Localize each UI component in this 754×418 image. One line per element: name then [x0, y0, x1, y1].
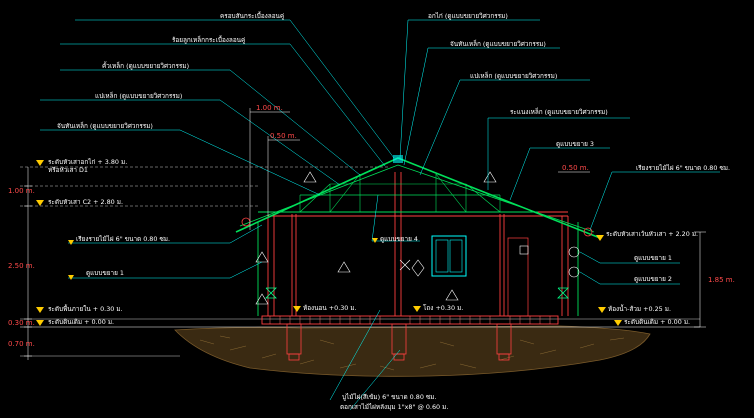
label-rafter-right: จันทันเหล็ก (ดูแบบขยายวิศวกรรม) — [450, 39, 546, 48]
callout-right-post-level: ระดับหัวเสาเว้นหัวเสา + 2.20 ม. — [606, 230, 698, 238]
callout-bamboo-left: เรียงรายไม้ไผ่ 6" ขนาด 0.80 ซม. — [76, 235, 170, 243]
floor-platform — [261, 315, 559, 325]
dim-left-1: 1.00 m. — [8, 187, 35, 195]
dim-left-2: 2.50 m. — [8, 262, 35, 270]
foundation-piers — [286, 323, 512, 361]
level-existing-ground: ระดับดินเดิม + 0.00 ม. — [48, 318, 114, 326]
dim-left-3: 0.30 m. — [8, 319, 35, 327]
level-interior-floor: ระดับพื้นภายใน + 0.30 ม. — [48, 304, 123, 313]
callout-hall-floor: โถง +0.30 ม. — [423, 304, 463, 312]
dim-right-height: 1.85 m. — [708, 276, 735, 284]
dim-left-4: 0.70 m. — [8, 340, 35, 348]
roof-structure — [235, 157, 601, 239]
bathroom-door — [507, 237, 529, 317]
level-ridge-post: ระดับหัวเสาอกไก่ + 3.80 ม. — [48, 158, 127, 166]
dimension-lines — [24, 108, 706, 360]
side-posts — [257, 222, 579, 316]
eave-caps — [241, 217, 593, 237]
level-markers — [36, 160, 622, 326]
window — [431, 235, 467, 277]
ridge-cap — [393, 155, 403, 163]
level-post-top: ระดับหัวเสา C2 + 2.80 ม. — [48, 198, 123, 206]
callout-bamboo-right: เรียงรายไม้ไผ่ 6" ขนาด 0.80 ซม. — [636, 164, 730, 172]
label-ridge-cap: ครอบสันกระเบื้องลอนคู่ — [220, 11, 284, 20]
leader-lines — [40, 19, 720, 411]
callout-bottom-1: บูไม้ไผ่(สีเข้ม) 6" ขนาด 0.80 ซม. — [342, 393, 437, 401]
callout-detail-1-right: ดูแบบขยาย 1 — [634, 254, 672, 262]
ground-soil — [174, 325, 651, 377]
label-roof-tile-hook: ร้อยลูกเหล็กกระเบื้องลอนคู่ — [172, 35, 245, 44]
callout-bedroom-floor: ห้องนอน +0.30 ม. — [303, 304, 357, 312]
callout-detail-1-left: ดูแบบขยาย 1 — [86, 269, 124, 277]
walls-and-posts — [267, 172, 569, 316]
dim-right-eave: 0.50 m. — [562, 164, 589, 172]
dim-top-eave: 0.50 m. — [270, 132, 297, 140]
label-steel-purlin: แปเหล็ก (ดูแบบขยายวิศวกรรม) — [95, 91, 182, 100]
label-ridge-beam: อกไก่ (ดูแบบขยายวิศวกรรม) — [428, 12, 508, 20]
label-lath-right: ระแนงเหล็ก (ดูแบบขยายวิศวกรรม) — [510, 107, 608, 116]
label-purlin-right: แปเหล็ก (ดูแบบขยายวิศวกรรม) — [470, 71, 557, 80]
callout-bathroom-level: ห้องน้ำ-ส้วม +0.25 ม. — [608, 304, 671, 313]
level-ridge-post-alt: หรือหัวเสา D1 — [48, 166, 88, 174]
callout-bottom-2: ตอกเสาไม้ไผ่หลังมุม 1"x8" @ 0.60 ม. — [340, 403, 448, 411]
label-steel-batten: คั้วเหล็ก (ดูแบบขยายวิศวกรรม) — [102, 61, 189, 70]
callout-detail-3: ดูแบบขยาย 3 — [556, 140, 594, 148]
detail-markers — [255, 171, 580, 305]
callout-detail-4: ดูแบบขยาย 4 — [380, 235, 418, 243]
annotation-text: ครอบสันกระเบื้องลอนคู่ ร้อยลูกเหล็กกระเบ… — [8, 11, 735, 411]
label-steel-rafter: จันทันเหล็ก (ดูแบบขยายวิศวกรรม) — [57, 121, 153, 130]
callout-detail-2-right: ดูแบบขยาย 2 — [634, 275, 672, 283]
section-markers — [265, 287, 569, 299]
dim-top-overhang: 1.00 m. — [256, 104, 283, 112]
callout-right-ground-level: ระดับดินเดิม + 0.00 ม. — [624, 318, 690, 326]
